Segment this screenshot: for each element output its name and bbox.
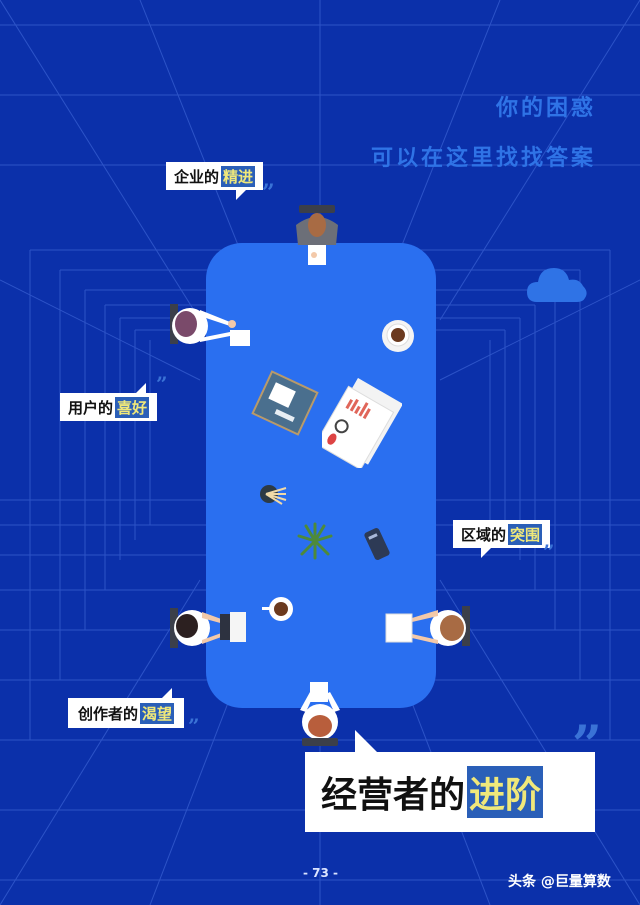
person-left-laptop-icon [170, 608, 246, 648]
smartphone-icon [364, 528, 390, 560]
cloud-icon [527, 268, 587, 302]
callout-operator-advance: 经营者的进阶 [305, 730, 595, 832]
callout-enterprise-progress: 企业的精进 [166, 162, 264, 200]
callout-text: 用户的 [68, 398, 114, 417]
quote-mark-icon: ” [572, 715, 602, 776]
callout-creator-desire: 创作者的渴望 [68, 688, 185, 728]
quote-mark-icon: ” [156, 372, 168, 396]
callout-highlight: 精进 [221, 165, 256, 187]
pencil-cup-icon [260, 485, 287, 505]
person-right-icon [385, 606, 470, 646]
heading-line-2: 可以在这里找找答案 [370, 146, 596, 171]
person-bottom-icon [300, 682, 340, 746]
person-left-icon [170, 304, 250, 346]
callout-highlight: 进阶 [467, 766, 544, 818]
potted-plant-icon [297, 522, 333, 560]
callout-highlight: 渴望 [140, 702, 175, 724]
heading-line-1: 你的困惑 [495, 96, 596, 121]
report-papers-icon [322, 378, 402, 468]
callout-text: 企业的 [174, 167, 220, 186]
page-number: - 73 - [303, 866, 339, 880]
callout-region-breakthrough: 区域的突围 [453, 520, 551, 558]
bubble-tail [355, 730, 377, 752]
quote-mark-icon: ” [262, 180, 275, 206]
person-top-icon [296, 205, 338, 265]
callout-user-preference: 用户的喜好 [60, 383, 158, 421]
bubble-tail [162, 688, 172, 698]
callout-text: 区域的 [461, 525, 507, 544]
bubble-tail [136, 383, 146, 393]
source-credit: 头条 @巨量算数 [508, 874, 611, 890]
callout-highlight: 喜好 [115, 396, 150, 418]
quote-mark-icon: ” [543, 540, 555, 564]
callout-text: 经营者的 [321, 775, 466, 816]
coffee-cup-icon [382, 320, 414, 352]
callout-highlight: 突围 [508, 523, 543, 545]
coffee-cup-2-icon [262, 597, 293, 621]
bubble-tail [236, 190, 246, 200]
bubble-tail [481, 548, 491, 558]
notebook-icon [251, 370, 319, 436]
callout-text: 创作者的 [78, 704, 139, 723]
quote-mark-icon: ” [188, 714, 200, 738]
